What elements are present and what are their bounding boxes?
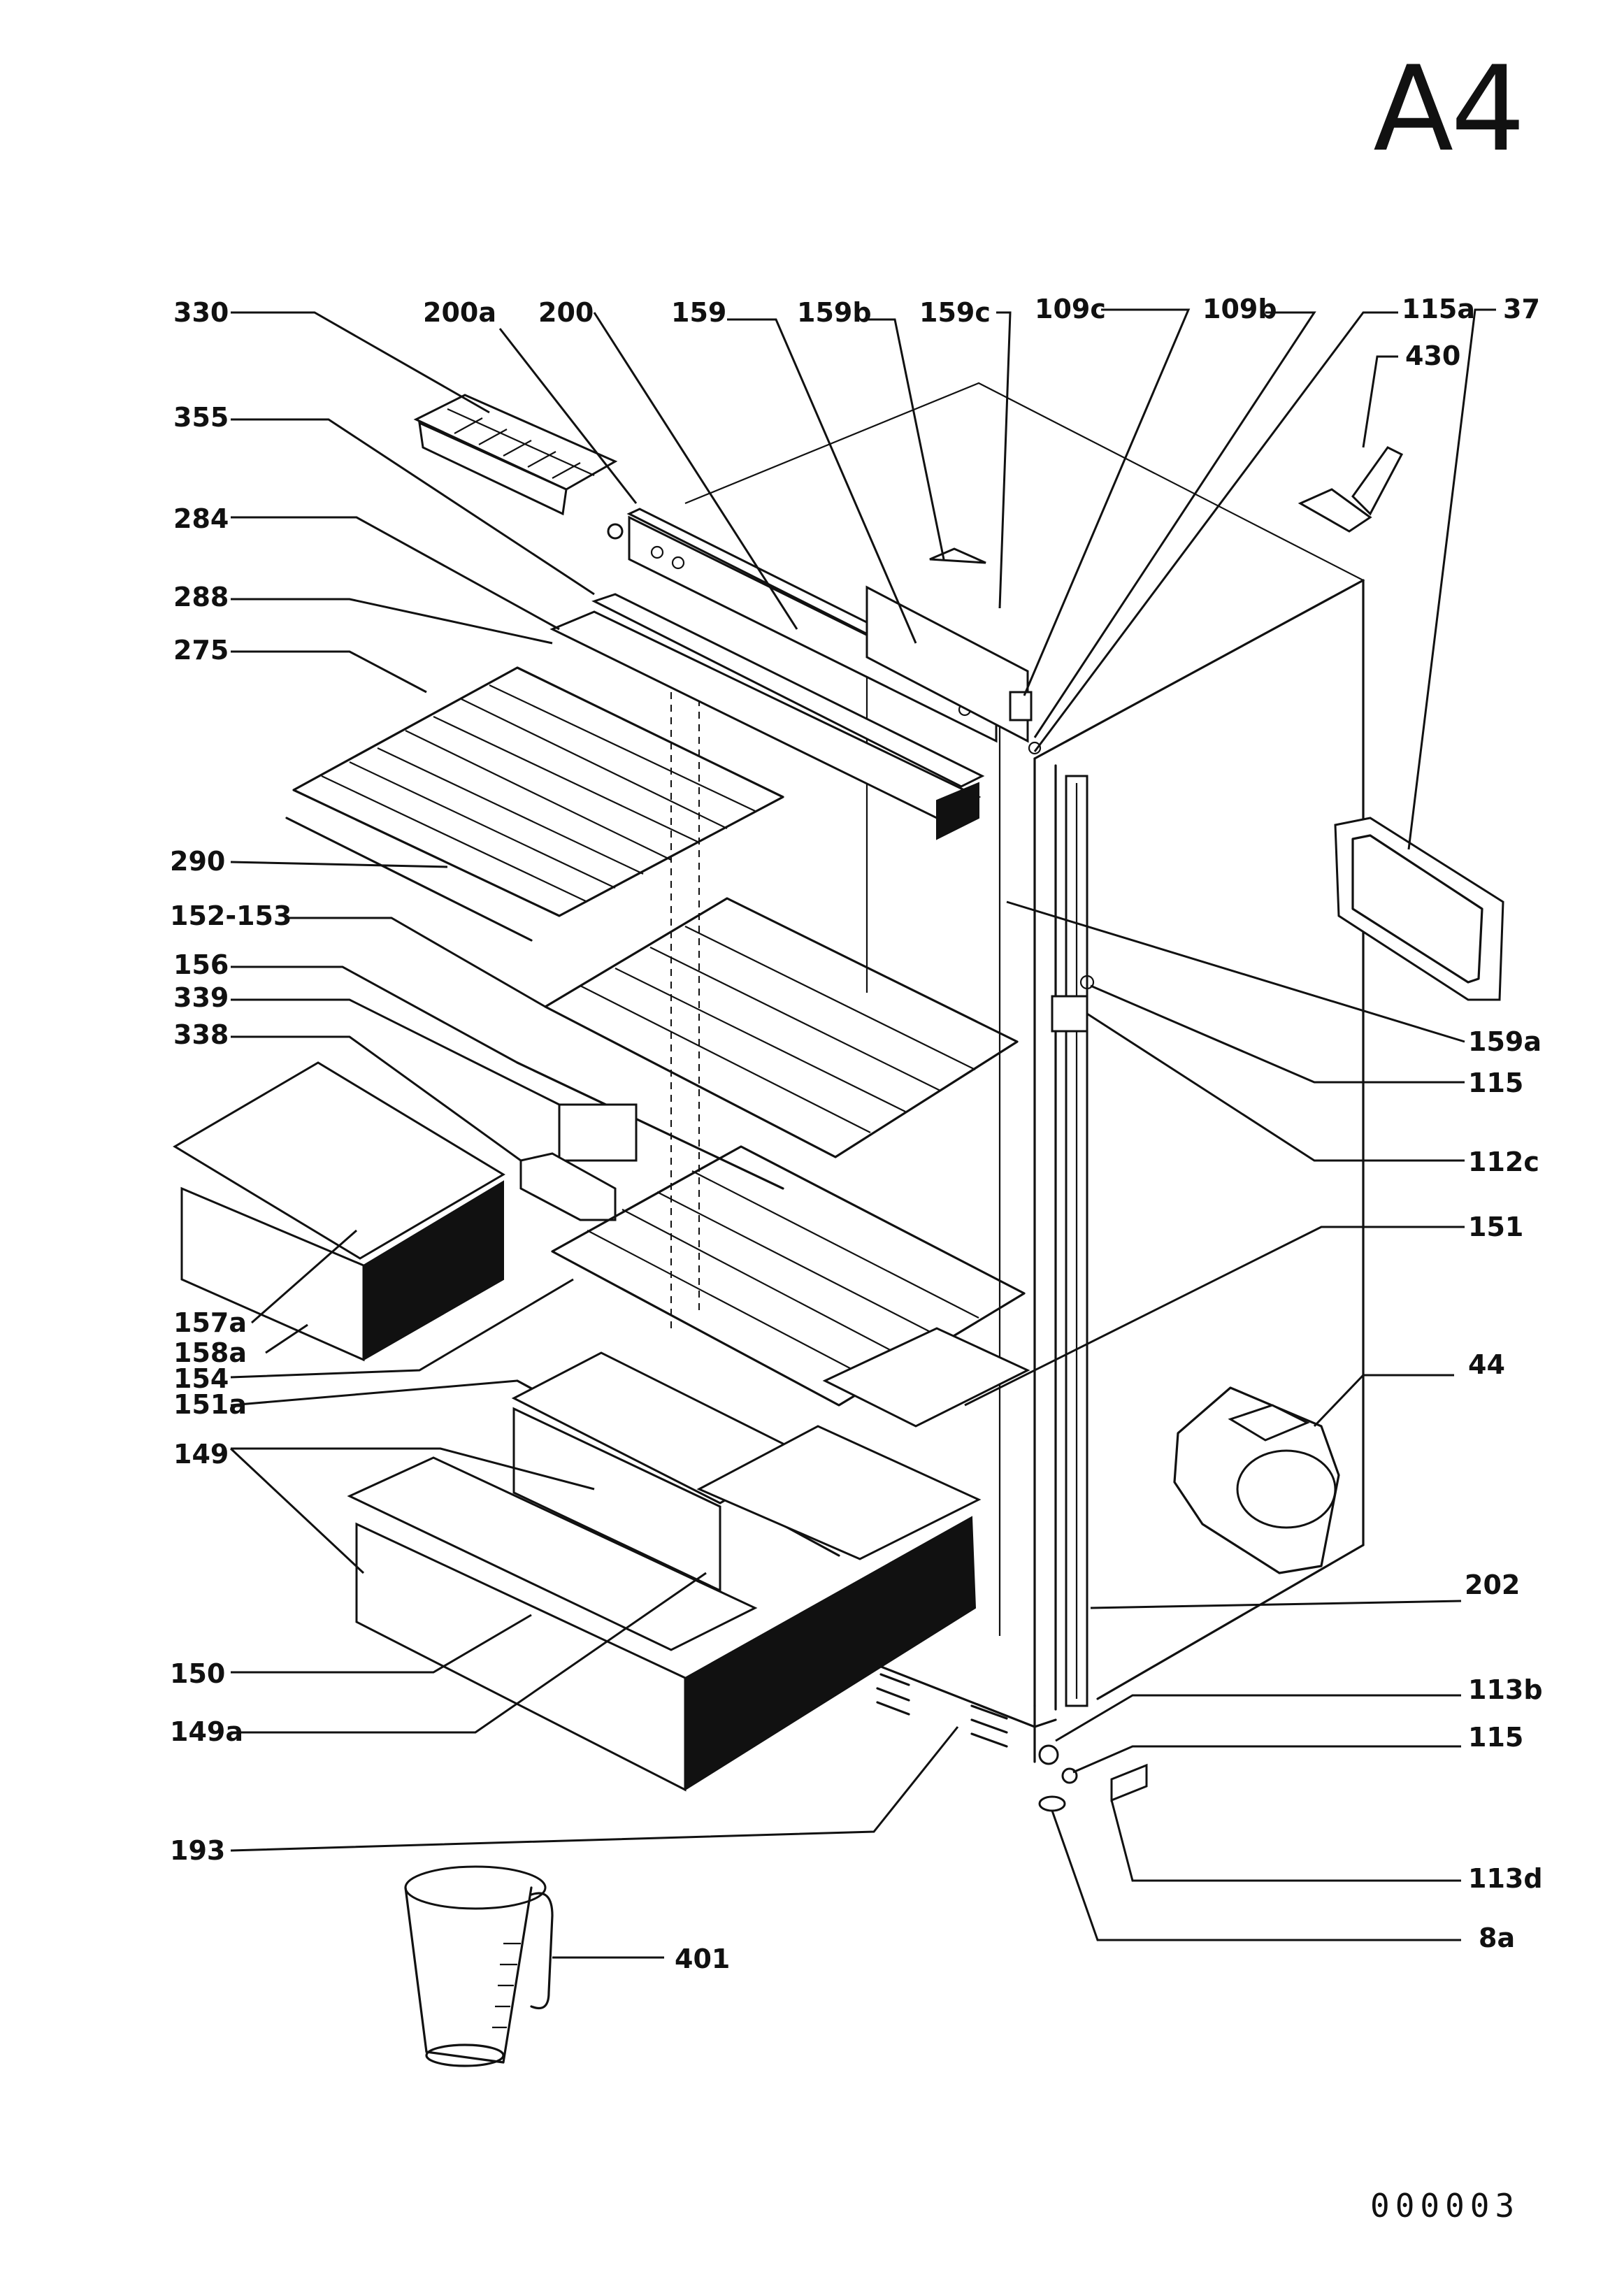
callout-37: 37 [1503, 294, 1540, 324]
callout-109b: 109b [1202, 294, 1277, 324]
screw [1079, 975, 1095, 990]
evaporator-cover [865, 585, 1029, 743]
ice-tray [413, 394, 618, 516]
callout-338: 338 [173, 1019, 229, 1050]
wire-shelf-middle [544, 897, 1019, 1158]
callout-200: 200 [538, 297, 594, 328]
wire-shelf-upper [292, 666, 784, 917]
callout-193: 193 [170, 1835, 225, 1866]
callout-159b: 159b [797, 297, 872, 328]
callout-200a: 200a [423, 297, 496, 328]
clip [519, 1152, 617, 1221]
callout-275: 275 [173, 635, 229, 666]
middle-hinge [1051, 995, 1088, 1033]
callout-154: 154 [173, 1363, 229, 1394]
grommet [607, 523, 624, 540]
water-jug [404, 1865, 554, 2067]
wire-shelf-lower [551, 1145, 1026, 1407]
callout-151a: 151a [173, 1389, 247, 1420]
callout-112c: 112c [1468, 1147, 1539, 1177]
callout-355: 355 [173, 402, 229, 433]
callout-149: 149 [173, 1439, 229, 1470]
shelf-rod [285, 817, 533, 942]
callout-44: 44 [1468, 1349, 1505, 1380]
callout-8a: 8a [1479, 1923, 1515, 1953]
deflector [929, 547, 986, 564]
document-number: 000003 [1370, 2187, 1521, 2225]
vent-grille [876, 1673, 1008, 1748]
rail-rod [516, 1061, 784, 1190]
callout-159c: 159c [919, 297, 991, 328]
callout-149a: 149a [170, 1716, 243, 1747]
door-shelf [1334, 817, 1504, 1001]
callout-113d: 113d [1468, 1863, 1543, 1894]
glass-shelf [822, 1327, 1030, 1428]
callout-157a: 157a [173, 1307, 247, 1338]
cabinet-body [670, 382, 1365, 1763]
callout-156: 156 [173, 949, 229, 980]
callout-401: 401 [675, 1944, 730, 1974]
top-hinge [1009, 691, 1033, 721]
callout-430: 430 [1405, 340, 1460, 371]
callout-150: 150 [170, 1658, 225, 1689]
freezer-shelf-front [549, 593, 985, 840]
callout-288: 288 [173, 582, 229, 612]
callout-115-right: 115 [1468, 1068, 1523, 1098]
page-id: A4 [1373, 41, 1525, 178]
leader-lines [229, 308, 1496, 1959]
callout-109c: 109c [1035, 294, 1106, 324]
crisper-drawers [347, 1351, 982, 1792]
callout-115-bottom: 115 [1468, 1722, 1523, 1753]
callout-152-153: 152-153 [170, 900, 292, 931]
feet-and-hardware [1038, 1744, 1148, 1812]
bracket [558, 1103, 638, 1162]
callout-115a: 115a [1402, 294, 1475, 324]
drain-tray [1173, 1386, 1340, 1574]
callout-159: 159 [671, 297, 726, 328]
callout-202: 202 [1465, 1570, 1520, 1600]
callout-284: 284 [173, 503, 229, 534]
ice-scraper [1298, 446, 1404, 533]
callout-113b: 113b [1468, 1674, 1543, 1705]
crisper-cover [173, 1061, 505, 1362]
callout-290: 290 [170, 846, 225, 877]
callout-330: 330 [173, 297, 229, 328]
callout-151: 151 [1468, 1212, 1523, 1242]
callout-158a: 158a [173, 1337, 247, 1368]
callout-159a: 159a [1468, 1026, 1542, 1057]
callout-339: 339 [173, 982, 229, 1013]
callout-labels: 330 200a 200 159 159b 159c 109c 109b 115… [170, 294, 1543, 1974]
